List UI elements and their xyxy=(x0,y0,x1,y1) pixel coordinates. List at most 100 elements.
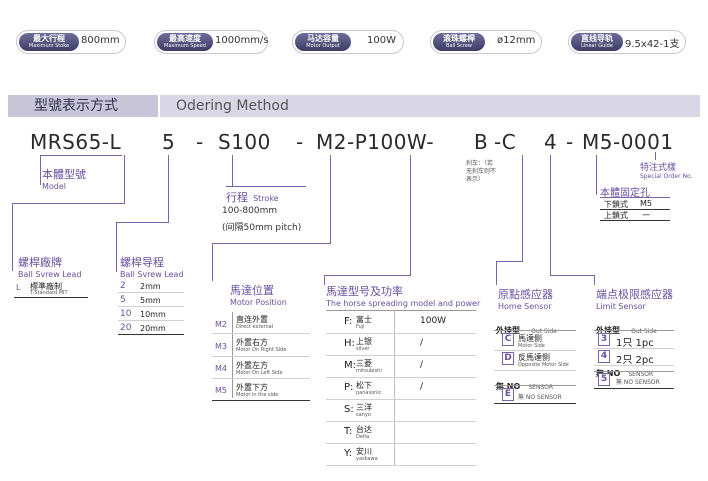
connector xyxy=(212,243,331,244)
connector xyxy=(410,155,411,275)
power-brand-cn: 三菱 xyxy=(356,359,372,368)
connector xyxy=(124,155,125,203)
rule xyxy=(494,330,576,331)
special-order-en: Special Order No. xyxy=(640,173,693,180)
rule xyxy=(326,355,476,356)
home-ext-en: Out Side xyxy=(531,328,557,335)
rule xyxy=(118,292,184,293)
home-option-box: C xyxy=(502,333,514,346)
home-option-en: Opposite Motor Side xyxy=(518,362,569,368)
rule xyxy=(394,310,395,466)
rule xyxy=(494,385,576,386)
motor-pos-en: Motor On Left Side xyxy=(236,370,283,376)
motor-position-cn: 馬達位置 xyxy=(230,284,274,297)
rule xyxy=(212,400,310,401)
rule xyxy=(118,320,184,321)
spec-tag: 最高速度 Maximum Speed xyxy=(157,33,213,51)
special-order-cn: 特注式樣 xyxy=(640,163,677,173)
rule xyxy=(326,421,476,422)
motor-position-section: 馬達位置 Motor Position xyxy=(230,282,287,307)
power-brand-en: Fuji xyxy=(356,324,365,330)
code-stroke: S100 xyxy=(218,130,271,154)
spec-en: Ball Screw xyxy=(446,43,472,49)
connector xyxy=(116,222,169,223)
brake-note-line: 刹车：（若 xyxy=(466,160,494,167)
lead-key: 20 xyxy=(120,323,132,333)
ballscrew-value: 標準廠制 xyxy=(30,282,62,291)
rule xyxy=(594,330,674,331)
rule xyxy=(326,333,476,334)
spec-value: 800mm xyxy=(81,35,120,46)
home-sensor-cn: 原點感应器 xyxy=(498,288,553,301)
connector xyxy=(226,186,306,187)
code-lead: 5 xyxy=(162,130,176,154)
rule xyxy=(118,334,184,335)
motor-pos-en: Motor in the side xyxy=(236,392,279,398)
brake-note-line: 无刹车则不 xyxy=(466,168,497,175)
power-brand-en: yaskawa xyxy=(356,456,378,462)
rule xyxy=(494,350,576,351)
connector xyxy=(550,155,551,275)
limit-option-value: 2只 2pc xyxy=(616,355,654,366)
spec-value: 100W xyxy=(367,35,396,46)
rule xyxy=(212,333,310,334)
spec-cn: 马达容量 xyxy=(307,34,339,43)
motor-pos-key: M5 xyxy=(215,386,227,395)
motor-pos-key: M3 xyxy=(215,342,227,351)
ballscrew-en: Ball Svrew Lead xyxy=(18,270,82,279)
power-value: 100W xyxy=(420,316,447,326)
power-section: 馬達型号及功率 The horse spreading model and po… xyxy=(326,283,480,308)
connector xyxy=(40,155,41,185)
motor-pos-cn: 外置右方 xyxy=(236,338,268,347)
lead-value: 5mm xyxy=(140,296,161,305)
power-brand-code: P: xyxy=(344,382,354,393)
section-title-en: Odering Method xyxy=(160,95,700,117)
power-brand-en: mitsubishi xyxy=(356,368,382,374)
power-brand-cn: 三洋 xyxy=(356,403,372,412)
spec-tag: 滚珠螺桿 Ball Screw xyxy=(433,33,485,51)
code-hole: 4 xyxy=(544,130,558,154)
spec-en: Maximum Speed xyxy=(164,43,206,49)
power-brand-en: panasonic xyxy=(356,390,382,396)
connector xyxy=(232,155,233,187)
home-option-cn: 反馬達侧 xyxy=(518,353,550,362)
power-brand-cn: 松下 xyxy=(356,381,372,390)
connector xyxy=(594,275,595,285)
limit-sensor-cn: 端点极限感应器 xyxy=(596,288,673,301)
spec-value: 1000mm/s xyxy=(215,35,269,46)
rule xyxy=(594,388,674,389)
connector xyxy=(596,155,597,195)
spec-max-speed: 最高速度 Maximum Speed 1000mm/s xyxy=(154,30,269,54)
rule xyxy=(594,371,674,372)
home-option-cn: 馬達侧 xyxy=(518,334,542,343)
connector xyxy=(40,155,122,156)
code-dash: - xyxy=(566,130,574,154)
stroke-en: Stroke xyxy=(253,194,279,203)
spec-en: Linear Guide xyxy=(581,43,613,49)
rule xyxy=(212,378,310,379)
power-value: / xyxy=(420,338,424,348)
home-option-en: Motor Side xyxy=(518,343,545,349)
body-hole-section: 本體固定孔 xyxy=(600,184,650,199)
limit-option-box: 5 xyxy=(598,373,610,386)
limit-option-box: 3 xyxy=(598,333,610,346)
code-limit-special: M5-0001 xyxy=(582,130,674,154)
spec-ball-screw: 滚珠螺桿 Ball Screw ø12mm xyxy=(430,30,542,54)
connector xyxy=(655,152,656,160)
rule xyxy=(326,377,476,378)
model-label: 本體型號 Model xyxy=(42,166,86,191)
rule xyxy=(494,370,576,371)
power-brand-en: silver xyxy=(356,346,370,352)
connector xyxy=(496,261,523,262)
rule xyxy=(494,403,576,404)
home-no-en: SENSOR xyxy=(528,384,554,391)
body-hole-value: 一 xyxy=(642,211,650,220)
motor-pos-key: M2 xyxy=(215,320,227,329)
spec-value: 9.5x42-1支 xyxy=(625,39,680,50)
motor-pos-en: Motor On Right Side xyxy=(236,347,287,353)
limit-sensor-en: Limit Sensor xyxy=(596,302,646,311)
rule xyxy=(14,297,88,298)
lead-key: 5 xyxy=(120,295,126,305)
code-dash: - xyxy=(196,130,204,154)
connector xyxy=(116,222,117,272)
